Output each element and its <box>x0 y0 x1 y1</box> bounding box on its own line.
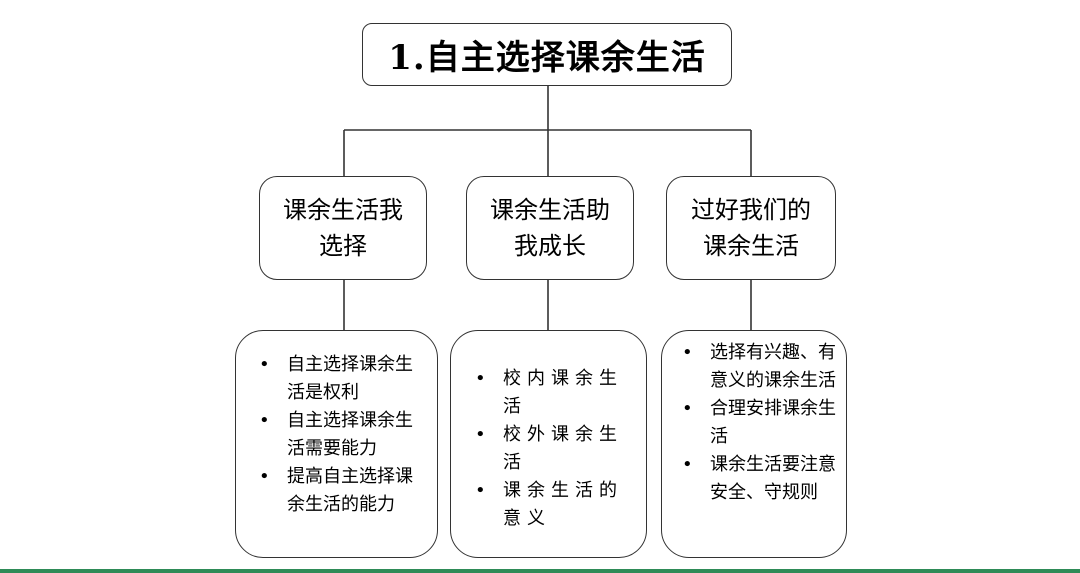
bullet-icon: • <box>682 342 693 363</box>
branch-heading-3: 过好我们的课余生活 <box>666 176 836 280</box>
bullet-icon: • <box>475 368 492 389</box>
bullet-icon: • <box>682 398 693 419</box>
branch-heading-2-text: 课余生活助我成长 <box>490 196 610 260</box>
bullet-icon: • <box>475 424 492 445</box>
diagram-title: 1.自主选择课余生活 <box>362 23 732 86</box>
list-item: •课余生活的意义 <box>475 477 637 533</box>
branch-detail-2: •校内课余生活 •校外课余生活 •课余生活的意义 <box>450 330 647 558</box>
branch-detail-3: •选择有兴趣、有意义的课余生活 •合理安排课余生活 •课余生活要注意安全、守规则 <box>661 330 847 558</box>
list-item: •合理安排课余生活 <box>682 395 836 451</box>
footer-bar <box>0 569 1080 573</box>
bullet-icon: • <box>475 480 492 501</box>
branch-heading-1-text: 课余生活我选择 <box>283 196 403 260</box>
list-item: •校内课余生活 <box>475 365 637 421</box>
list-item: •自主选择课余生活是权利 <box>259 351 427 407</box>
branch-detail-1: •自主选择课余生活是权利 •自主选择课余生活需要能力 •提高自主选择课余生活的能… <box>235 330 438 558</box>
bullet-icon: • <box>259 354 270 375</box>
list-item: •课余生活要注意安全、守规则 <box>682 451 836 507</box>
branch-heading-2: 课余生活助我成长 <box>466 176 634 280</box>
bullet-icon: • <box>682 454 693 475</box>
bullet-icon: • <box>259 466 270 487</box>
list-item: •选择有兴趣、有意义的课余生活 <box>682 339 836 395</box>
branch-detail-3-list: •选择有兴趣、有意义的课余生活 •合理安排课余生活 •课余生活要注意安全、守规则 <box>682 339 836 507</box>
diagram-title-text: 1.自主选择课余生活 <box>388 38 706 78</box>
branch-detail-1-list: •自主选择课余生活是权利 •自主选择课余生活需要能力 •提高自主选择课余生活的能… <box>259 351 427 519</box>
branch-heading-3-text: 过好我们的课余生活 <box>691 196 811 260</box>
list-item: •提高自主选择课余生活的能力 <box>259 463 427 519</box>
bullet-icon: • <box>259 410 270 431</box>
list-item: •校外课余生活 <box>475 421 637 477</box>
list-item: •自主选择课余生活需要能力 <box>259 407 427 463</box>
branch-heading-1: 课余生活我选择 <box>259 176 427 280</box>
branch-detail-2-list: •校内课余生活 •校外课余生活 •课余生活的意义 <box>475 365 637 533</box>
